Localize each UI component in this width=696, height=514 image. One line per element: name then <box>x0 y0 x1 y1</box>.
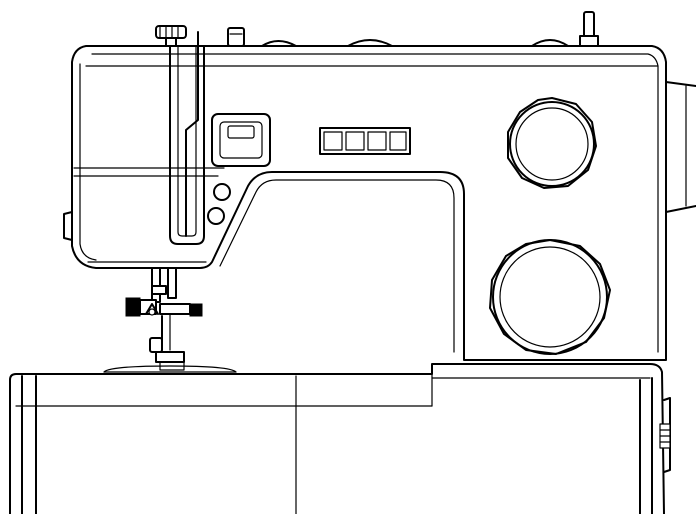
take-up-lever <box>169 31 205 245</box>
needle-assembly <box>125 267 203 371</box>
needle-plate <box>103 365 237 373</box>
stitch-selector-buttons <box>319 127 411 155</box>
machine-base <box>9 363 665 514</box>
control-dial-upper <box>507 97 597 189</box>
control-dial-lower <box>489 239 611 355</box>
stitch-button-1 <box>323 131 343 151</box>
presser-foot <box>149 337 163 353</box>
needle-clamp <box>125 297 141 317</box>
indicator-lights <box>207 183 231 225</box>
presser-screw <box>189 303 203 317</box>
stitch-button-3 <box>367 131 387 151</box>
presser-bar <box>167 267 177 299</box>
top-knobs <box>155 11 599 47</box>
indicator-light-top <box>213 183 231 201</box>
indicator-light-bottom <box>207 207 225 225</box>
stitch-button-2 <box>345 131 365 151</box>
stitch-window <box>211 113 271 167</box>
machine-body <box>63 45 696 473</box>
stitch-button-4 <box>389 131 407 151</box>
